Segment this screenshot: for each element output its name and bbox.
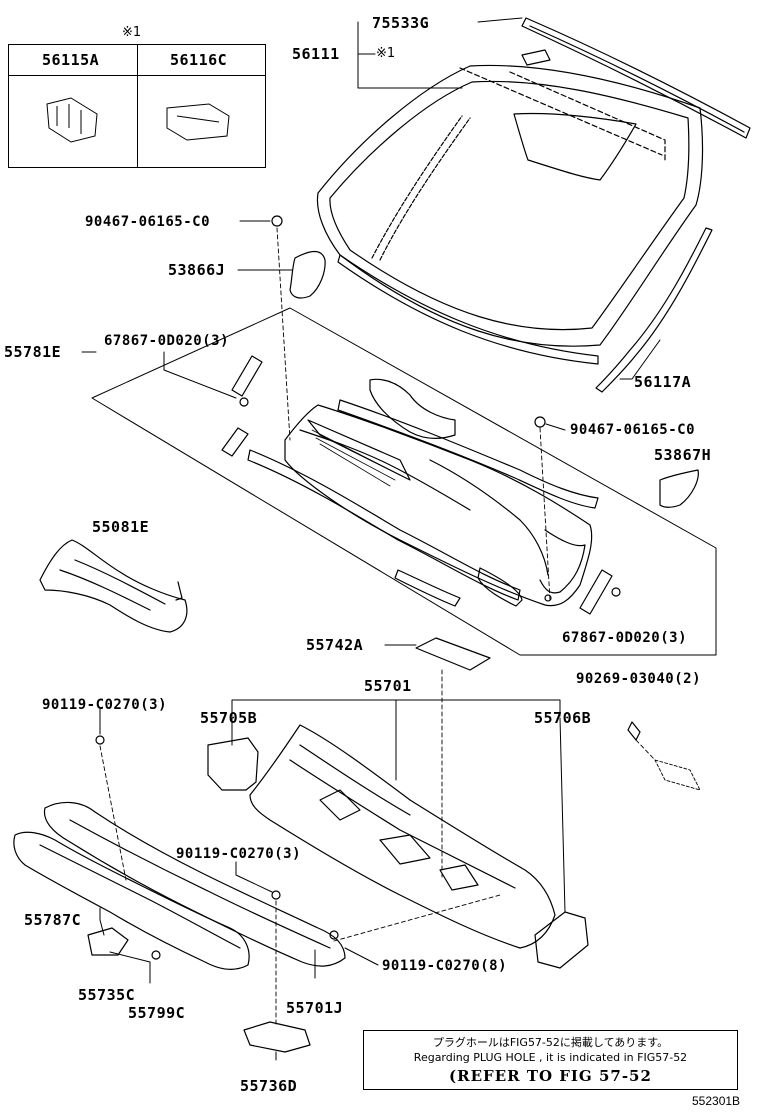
label-55705B: 55705B [200,709,258,727]
note-refer: (REFER TO FIG 57-52 [449,1067,652,1085]
label-55799C: 55799C [128,1004,186,1022]
label-55742A: 55742A [306,636,364,654]
bolt-90119-mid [271,890,281,900]
panel-55701J [43,801,346,967]
seal-67867-left [231,355,263,397]
clip-90467-top [271,215,283,227]
moulding-56117A [595,227,713,393]
bracket-53866J [289,250,326,299]
inset-alternates-box: 56115A 56116C [8,44,266,168]
seal-67867-left-2 [221,427,249,457]
bracket-55706B [534,911,589,969]
note-japanese: プラグホールはFIG57-52に掲載してあります。 [432,1036,669,1049]
label-56111-mark: ※1 [376,46,396,61]
label-67867-right: 67867-0D020(3) [562,630,688,646]
label-55736D: 55736D [240,1077,298,1095]
insulator-55081E [39,539,188,633]
note-english: Regarding PLUG HOLE , it is indicated in… [413,1051,688,1064]
label-55706B: 55706B [534,709,592,727]
figure-number: 552301B [692,1094,741,1108]
inset-part-56116C: 56116C [170,51,228,69]
inset-mark: ※1 [122,25,142,40]
inset-part-56115A: 56115A [42,51,100,69]
bracket-55705B [207,737,259,791]
windshield-glass-56111 [316,64,704,365]
label-90467-top: 90467-06165-C0 [85,214,211,230]
piece-56111-clip [521,49,551,66]
label-56111: 56111 [292,45,340,63]
inset-clip-drawings [46,97,230,143]
moulding-75533G [521,17,751,139]
label-75533G: 75533G [372,14,430,32]
label-55781E: 55781E [4,343,62,361]
bracket-53867H [659,469,699,508]
clip-90269 [627,721,641,741]
reference-note-box: プラグホールはFIG57-52に掲載してあります。 Regarding PLUG… [363,1030,738,1090]
inset-divider [137,45,138,167]
label-56117A: 56117A [634,373,692,391]
label-55701J: 55701J [286,999,344,1017]
bolt-90119-top [95,735,105,745]
label-90119-top: 90119-C0270(3) [42,697,168,713]
label-53866J: 53866J [168,261,226,279]
bracket-55735C [87,927,129,956]
bolt-55799C [151,950,161,960]
label-90269: 90269-03040(2) [576,671,702,687]
label-55787C: 55787C [24,911,82,929]
bracket-55736D [243,1021,311,1053]
bolt-90119-right [329,930,339,940]
label-67867-left: 67867-0D020(3) [104,333,230,349]
label-90119-mid: 90119-C0270(3) [176,846,302,862]
label-90467-right: 90467-06165-C0 [570,422,696,438]
leader-lines [81,17,661,1061]
label-55701: 55701 [364,677,412,695]
label-90119-right: 90119-C0270(8) [382,958,508,974]
panel-55787C [13,831,250,970]
cowl-panel-55701 [249,724,556,949]
seal-67867-right [579,569,613,615]
clip-67867 [239,397,249,407]
label-53867H: 53867H [654,446,712,464]
label-55081E: 55081E [92,518,150,536]
pad-55742A [415,637,491,671]
label-55735C: 55735C [78,986,136,1004]
cowl-louver-assembly [247,378,599,607]
clip-67867-right [611,587,621,597]
clip-90467-right [534,416,546,428]
cowl-top-box [91,307,717,656]
